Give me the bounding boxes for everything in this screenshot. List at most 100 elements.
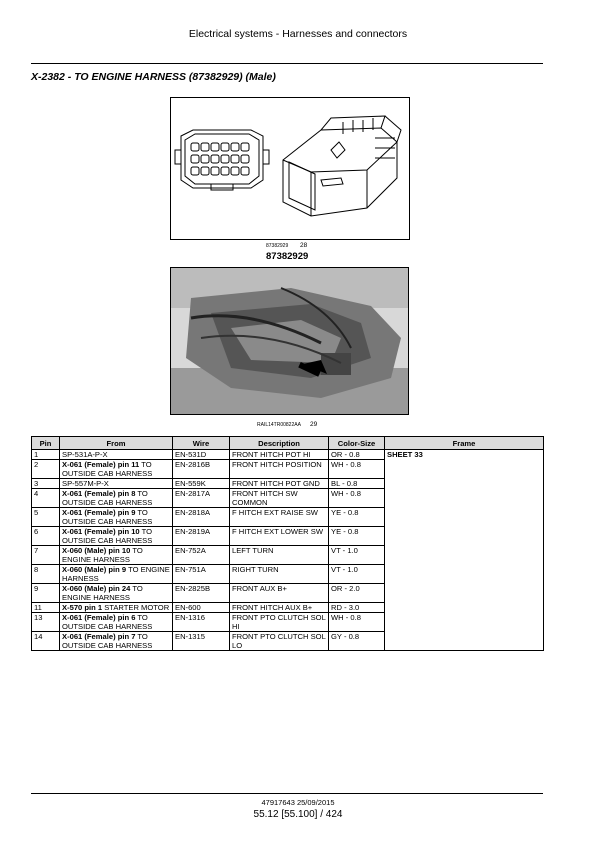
cell-pin: 4 <box>31 488 60 508</box>
location-photo <box>170 267 409 415</box>
cell-from: X-061 (Female) pin 8 TO OUTSIDE CAB HARN… <box>59 488 173 508</box>
cell-pin: 14 <box>31 631 60 651</box>
cell-from-connector: X-061 (Female) pin 7 <box>62 632 136 641</box>
cell-color-size: YE - 0.8 <box>328 507 385 527</box>
footer-rule <box>31 793 543 794</box>
cell-from: X-061 (Female) pin 6 TO OUTSIDE CAB HARN… <box>59 612 173 632</box>
cell-wire: EN-531D <box>172 449 230 460</box>
page-header-title: Electrical systems - Harnesses and conne… <box>188 28 408 40</box>
cell-description: F HITCH EXT RAISE SW <box>229 507 329 527</box>
connector-drawing-svg <box>174 115 402 217</box>
col-header-frame: Frame <box>384 436 544 450</box>
cell-wire: EN-2825B <box>172 583 230 603</box>
cell-description: FRONT AUX B+ <box>229 583 329 603</box>
cell-from: X-570 pin 1 STARTER MOTOR <box>59 602 173 613</box>
cell-from-destination: TO OUTSIDE CAB HARNESS <box>62 508 153 526</box>
cell-color-size: GY - 0.8 <box>328 631 385 651</box>
pin-table-header: Pin From Wire Description Color-Size Fra… <box>31 436 544 450</box>
cell-from-connector: X-061 (Female) pin 6 <box>62 613 136 622</box>
figure2-number: 29 <box>310 421 318 428</box>
cell-description: FRONT HITCH POT HI <box>229 449 329 460</box>
cell-from-connector: X-060 (Male) pin 9 <box>62 565 127 574</box>
cell-description: LEFT TURN <box>229 545 329 565</box>
cell-wire: EN-751A <box>172 564 230 584</box>
cell-wire: EN-752A <box>172 545 230 565</box>
cell-from: X-061 (Female) pin 10 TO OUTSIDE CAB HAR… <box>59 526 173 546</box>
cell-from-destination: TO OUTSIDE CAB HARNESS <box>62 460 153 478</box>
cell-from-destination: TO OUTSIDE CAB HARNESS <box>62 527 153 545</box>
cell-pin: 9 <box>31 583 60 603</box>
cell-description: FRONT HITCH AUX B+ <box>229 602 329 613</box>
cell-description: FRONT HITCH POT GND <box>229 478 329 489</box>
col-header-from: From <box>59 436 173 450</box>
cell-description: FRONT HITCH SW COMMON <box>229 488 329 508</box>
cell-from-connector: X-570 pin 1 <box>62 603 103 612</box>
footer-doc-id: 47917643 25/09/2015 <box>261 798 335 807</box>
cell-color-size: VT - 1.0 <box>328 564 385 584</box>
cell-from-destination: TO OUTSIDE CAB HARNESS <box>62 632 153 650</box>
cell-from: SP-531A-P-X <box>59 449 173 460</box>
cell-color-size: RD - 3.0 <box>328 602 385 613</box>
cell-description: F HITCH EXT LOWER SW <box>229 526 329 546</box>
cell-wire: EN-2818A <box>172 507 230 527</box>
cell-description: RIGHT TURN <box>229 564 329 584</box>
cell-from-destination: SP-557M-P-X <box>62 479 109 488</box>
location-photo-svg <box>171 268 408 414</box>
col-header-wire: Wire <box>172 436 230 450</box>
cell-wire: EN-600 <box>172 602 230 613</box>
figure1-ref: 87382929 <box>266 243 289 249</box>
cell-from-connector: X-061 (Female) pin 9 <box>62 508 136 517</box>
cell-from: X-060 (Male) pin 24 TO ENGINE HARNESS <box>59 583 173 603</box>
cell-from-connector: X-061 (Female) pin 11 <box>62 460 140 469</box>
figure1-number: 28 <box>300 242 308 249</box>
cell-from-destination: TO ENGINE HARNESS <box>62 565 170 583</box>
cell-from: SP-557M-P-X <box>59 478 173 489</box>
cell-pin: 1 <box>31 449 60 460</box>
cell-wire: EN-2817A <box>172 488 230 508</box>
cell-description: FRONT HITCH POSITION <box>229 459 329 479</box>
header-rule <box>31 63 543 64</box>
section-title: X-2382 - TO ENGINE HARNESS (87382929) (M… <box>31 71 276 83</box>
footer-page-number: 55.12 [55.100] / 424 <box>253 809 343 820</box>
cell-wire: EN-2819A <box>172 526 230 546</box>
cell-pin: 11 <box>31 602 60 613</box>
cell-from-connector: X-060 (Male) pin 24 <box>62 584 131 593</box>
col-header-pin: Pin <box>31 436 60 450</box>
cell-color-size: VT - 1.0 <box>328 545 385 565</box>
cell-from-connector: X-061 (Female) pin 8 <box>62 489 136 498</box>
cell-pin: 3 <box>31 478 60 489</box>
cell-description: FRONT PTO CLUTCH SOL LO <box>229 631 329 651</box>
cell-from-destination: TO ENGINE HARNESS <box>62 546 143 564</box>
cell-pin: 13 <box>31 612 60 632</box>
cell-color-size: BL - 0.8 <box>328 478 385 489</box>
cell-color-size: WH - 0.8 <box>328 612 385 632</box>
cell-from-connector: X-061 (Female) pin 10 <box>62 527 140 536</box>
figure2-ref: RAIL14TR00822AA <box>257 422 301 428</box>
cell-from: X-060 (Male) pin 9 TO ENGINE HARNESS <box>59 564 173 584</box>
cell-color-size: OR - 2.0 <box>328 583 385 603</box>
cell-from: X-061 (Female) pin 9 TO OUTSIDE CAB HARN… <box>59 507 173 527</box>
pin-table: Pin From Wire Description Color-Size Fra… <box>31 436 544 651</box>
cell-pin: 5 <box>31 507 60 527</box>
cell-from: X-060 (Male) pin 10 TO ENGINE HARNESS <box>59 545 173 565</box>
cell-wire: EN-559K <box>172 478 230 489</box>
cell-from: X-061 (Female) pin 7 TO OUTSIDE CAB HARN… <box>59 631 173 651</box>
cell-from-destination: STARTER MOTOR <box>102 603 170 612</box>
col-header-color-size: Color-Size <box>328 436 385 450</box>
cell-color-size: WH - 0.8 <box>328 488 385 508</box>
connector-drawing <box>170 97 410 240</box>
cell-description: FRONT PTO CLUTCH SOL HI <box>229 612 329 632</box>
cell-from-connector: X-060 (Male) pin 10 <box>62 546 131 555</box>
cell-color-size: YE - 0.8 <box>328 526 385 546</box>
cell-wire: EN-1316 <box>172 612 230 632</box>
cell-pin: 8 <box>31 564 60 584</box>
